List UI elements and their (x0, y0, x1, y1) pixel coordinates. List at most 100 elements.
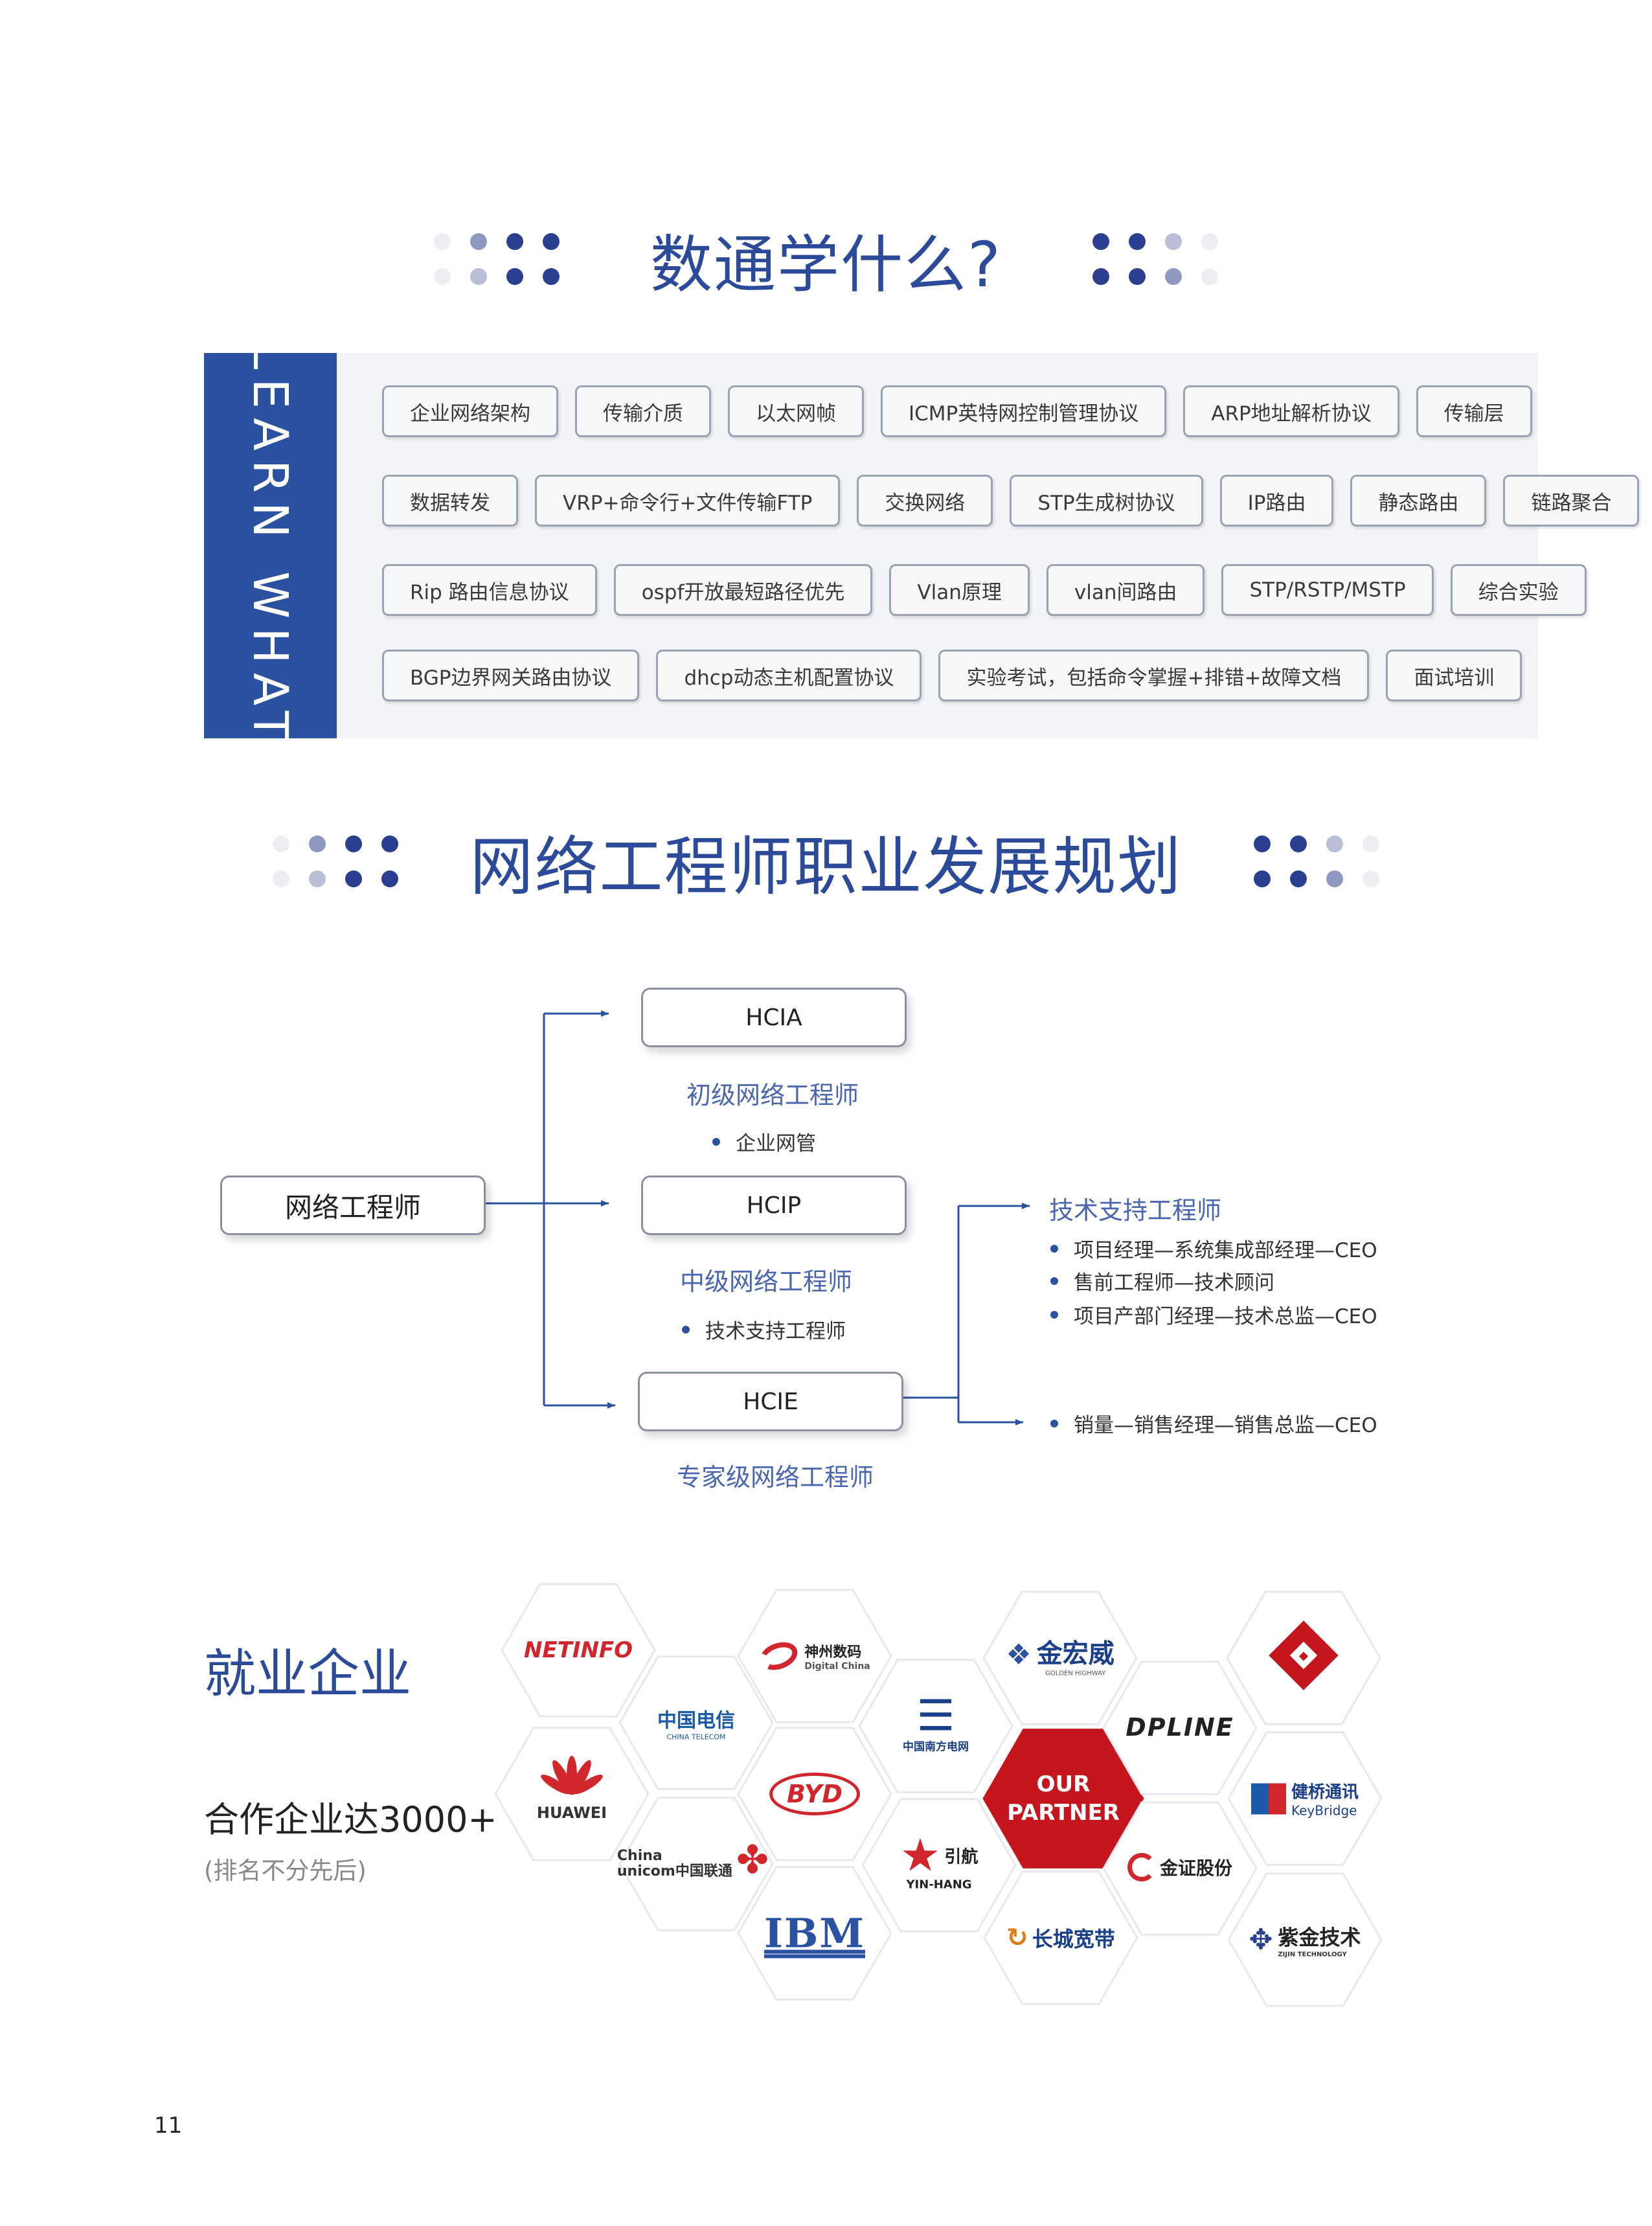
hcip-label: HCIP (746, 1192, 802, 1219)
hcie-node: HCIE (638, 1372, 903, 1431)
section1-heading: 数通学什么? (0, 214, 1652, 304)
topic-tag: ARP地址解析协议 (1183, 385, 1399, 437)
jinzheng-logo: 金证股份 (1127, 1853, 1232, 1881)
topic-tag: 交换网络 (857, 475, 993, 527)
red-diamond-icon (1269, 1620, 1339, 1690)
great-wall-icon: ↻ (1006, 1923, 1028, 1953)
decorative-dots-right (1092, 233, 1218, 285)
zijin-en: ZIJIN TECHNOLOGY (1278, 1951, 1347, 1959)
jinzheng-icon (1127, 1853, 1156, 1881)
yinhang-cn: 引航 (944, 1847, 979, 1867)
partner-hexagon (618, 1655, 774, 1790)
topic-tag: VRP+命令行+文件传输FTP (535, 475, 841, 527)
branch-a-bullet-text: 项目经理—系统集成部经理—CEO (1074, 1239, 1377, 1262)
dpline-logo: DPLINE (1126, 1713, 1234, 1742)
byd-text: BYD (769, 1773, 860, 1815)
yinhang-en: YIN-HANG (906, 1878, 972, 1892)
branch-a-title: 技术支持工程师 (1049, 1196, 1222, 1225)
topic-tag: 链路聚合 (1503, 475, 1640, 527)
hcie-level-title: 专家级网络工程师 (677, 1463, 874, 1492)
southern-grid-text: 中国南方电网 (903, 1740, 969, 1754)
digital-china-swirl-icon (756, 1637, 802, 1675)
netinfo-logo: NETINFO (524, 1637, 633, 1663)
unicom-text-a: China (617, 1848, 662, 1864)
branch-a-bullet: 售前工程师—技术顾问 (1050, 1266, 1274, 1295)
topic-row-2: 数据转发 VRP+命令行+文件传输FTP 交换网络 STP生成树协议 IP路由 … (382, 475, 1640, 527)
partner-hexagon (858, 1659, 1013, 1793)
china-telecom-en: CHINA TELECOM (666, 1732, 726, 1742)
zijin-logo: ✥ 紫金技术 ZIJIN TECHNOLOGY (1249, 1922, 1361, 1959)
china-telecom-logo: 中国电信 CHINA TELECOM (657, 1705, 735, 1742)
section1-title: 数通学什么? (650, 228, 1002, 301)
unicom-text-b: unicom中国联通 (617, 1863, 732, 1880)
topic-tag: ospf开放最短路径优先 (613, 564, 873, 616)
topic-tag: dhcp动态主机配置协议 (656, 650, 922, 701)
hcip-level-title: 中级网络工程师 (680, 1267, 853, 1296)
digital-china-en: Digital China (804, 1661, 870, 1672)
hcip-node: HCIP (641, 1175, 907, 1235)
golden-highway-icon: ❖ (1006, 1638, 1032, 1672)
hcie-label: HCIE (743, 1388, 798, 1415)
huawei-text: HUAWEI (536, 1804, 607, 1822)
topic-tag: 面试培训 (1386, 650, 1522, 701)
dpline-text: DPLINE (1126, 1713, 1234, 1742)
partner-hexagon (1102, 1661, 1258, 1795)
china-unicom-logo: China unicom中国联通 ✤ (617, 1841, 769, 1880)
topic-tag: BGP边界网关路由协议 (382, 650, 640, 701)
hcia-bullet: 企业网管 (712, 1127, 816, 1156)
ibm-text: IBM (764, 1909, 866, 1957)
china-telecom-text: 中国电信 (657, 1709, 735, 1732)
topic-row-1: 企业网络架构 传输介质 以太网帧 ICMP英特网控制管理协议 ARP地址解析协议… (382, 385, 1532, 437)
digital-china-logo: 神州数码 Digital China (756, 1637, 870, 1675)
learn-what-panel: LEARN WHAT 企业网络架构 传输介质 以太网帧 ICMP英特网控制管理协… (204, 343, 1640, 749)
learn-what-side-bar: LEARN WHAT (204, 343, 337, 749)
great-wall-broadband-logo: ↻ 长城宽带 (1006, 1923, 1115, 1953)
southern-grid-logo: ☰ 中国南方电网 (903, 1694, 969, 1754)
zijin-text: 紫金技术 (1278, 1925, 1361, 1950)
diamond-logo (1265, 1617, 1342, 1697)
topic-tag: IP路由 (1219, 475, 1334, 527)
topic-tag: 静态路由 (1350, 475, 1487, 527)
golden-highway-en: GOLDEN HIGHWAY (1045, 1670, 1106, 1677)
hcia-label: HCIA (745, 1004, 802, 1031)
topic-tag: Vlan原理 (889, 564, 1030, 616)
topic-tag: 数据转发 (382, 475, 518, 527)
branch-b-bullet: 销量—销售经理—销售总监—CEO (1050, 1409, 1377, 1438)
decorative-dots-left (434, 233, 560, 285)
topic-row-4: BGP边界网关路由协议 dhcp动态主机配置协议 实验考试，包括命令掌握+排错+… (382, 650, 1522, 701)
partner-hexagon (983, 1870, 1138, 2005)
page-number: 11 (154, 2113, 183, 2139)
golden-highway-logo: ❖ 金宏威 GOLDEN HIGHWAY (1006, 1633, 1114, 1677)
employers-title: 就业企业 (204, 1644, 411, 1704)
topic-tag: 以太网帧 (728, 385, 864, 437)
keybridge-logo: 健桥通讯 KeyBridge (1250, 1779, 1359, 1819)
hcia-level-title: 初级网络工程师 (686, 1081, 859, 1109)
decorative-dots-right (1253, 835, 1379, 887)
our-partner-label: OUR PARTNER (1007, 1770, 1120, 1827)
topic-tag: ICMP英特网控制管理协议 (881, 385, 1167, 437)
partner-hexagon (861, 1798, 1017, 1933)
netinfo-text: NETINFO (523, 1637, 633, 1663)
topic-tag: 企业网络架构 (382, 385, 558, 437)
ranking-note: (排名不分先后) (204, 1857, 367, 1885)
decorative-dots-left (273, 835, 399, 887)
keybridge-icon (1250, 1783, 1286, 1814)
partner-hexagon (737, 1866, 892, 2001)
partner-hexagon (1227, 1731, 1383, 1866)
ibm-logo: IBM (764, 1910, 865, 1957)
topic-tag: 传输介质 (575, 385, 711, 437)
byd-logo: BYD (769, 1773, 860, 1815)
topic-tag: STP/RSTP/MSTP (1221, 564, 1434, 616)
section2-heading: 网络工程师职业发展规划 (0, 813, 1652, 910)
hcip-bullet: 技术支持工程师 (682, 1315, 846, 1344)
topic-row-3: Rip 路由信息协议 ospf开放最短路径优先 Vlan原理 vlan间路由 S… (382, 564, 1587, 616)
topic-tag: 实验考试，包括命令掌握+排错+故障文档 (938, 650, 1370, 701)
topic-tag: Rip 路由信息协议 (382, 564, 597, 616)
partner-hexagon (501, 1583, 656, 1718)
partner-hexagon (1102, 1801, 1258, 1936)
section2-title: 网络工程师职业发展规划 (470, 830, 1182, 904)
great-wall-text: 长城宽带 (1032, 1927, 1115, 1951)
yinhang-logo: ★ 引航 YIN-HANG (900, 1833, 979, 1892)
